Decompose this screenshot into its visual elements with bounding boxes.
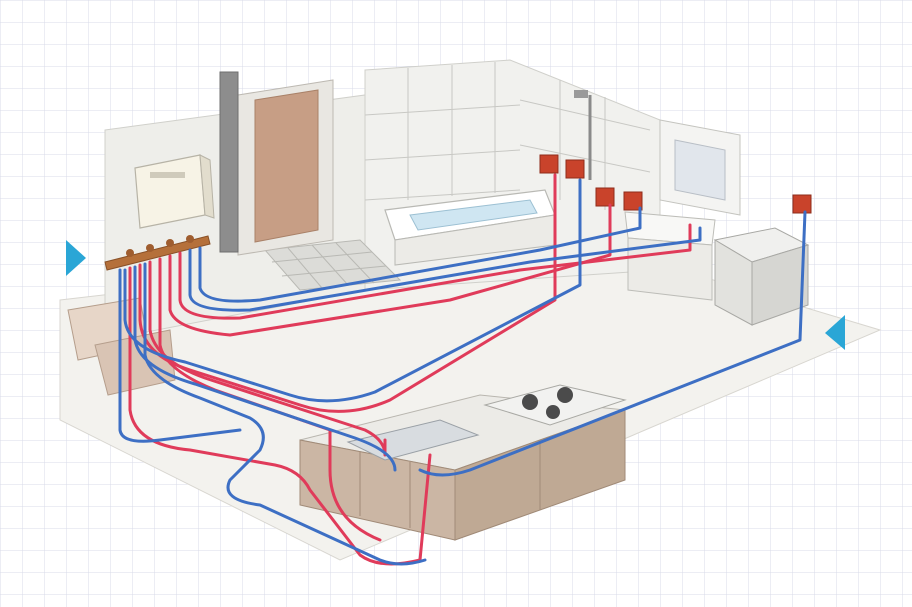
door [254,89,319,243]
water-heater [134,154,215,229]
bathtub [384,189,556,266]
inlet-arrow-left-icon [66,240,86,276]
manifold [104,235,211,271]
gas-cooktop [483,384,627,426]
bath-tiles [364,62,651,210]
toilet [67,297,176,396]
washing-machine [713,227,810,326]
wall-valves [539,154,812,214]
shower-head [574,90,588,98]
inlet-arrow-right-icon [825,315,845,350]
shower-floor-grid [271,242,387,289]
hot-pipes [128,173,692,566]
flue-pipe [219,71,239,253]
cold-pipes [118,178,807,566]
